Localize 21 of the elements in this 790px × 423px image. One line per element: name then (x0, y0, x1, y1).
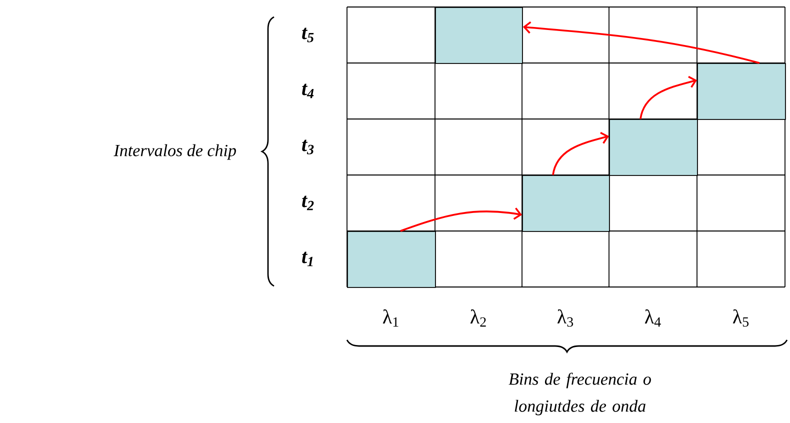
arrow (400, 208, 522, 232)
column-label: λ$_{3}$ (557, 309, 574, 327)
shaded-cell (347, 231, 436, 288)
arrow (640, 76, 697, 120)
column-label: λ$_{4}$ (644, 309, 661, 327)
arrow (552, 132, 609, 176)
row-label: t$_{4}$ (302, 84, 314, 98)
column-label: λ$_{1}$ (382, 309, 398, 327)
arrow (522, 21, 760, 64)
row-label: t$_{5}$ (302, 28, 314, 42)
row-label: t$_{3}$ (302, 140, 314, 154)
axis-title: Intervalos de chip (114, 144, 236, 160)
shaded-cell (522, 175, 610, 232)
row-label: t$_{2}$ (302, 196, 314, 210)
shaded-cell (609, 119, 698, 176)
shaded-cell (435, 7, 523, 64)
shaded-cell (697, 63, 786, 120)
column-label: λ$_{2}$ (470, 309, 486, 327)
axis-title: Bins de frecuencia o longiutdes de onda (508, 372, 651, 416)
column-label: λ$_{5}$ (732, 309, 749, 327)
row-label: t$_{1}$ (302, 252, 313, 266)
